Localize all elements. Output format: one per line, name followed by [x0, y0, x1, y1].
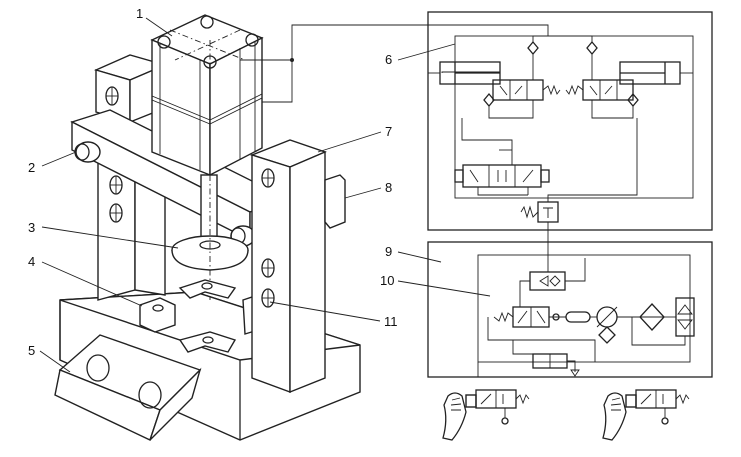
air-supply-circuit-9: [427, 241, 713, 378]
callout-6: 6: [385, 52, 392, 67]
callout-8: 8: [385, 180, 392, 195]
upper-valves: [492, 79, 634, 101]
piston-rod-and-punch: [171, 40, 249, 300]
callout-11: 11: [384, 314, 398, 329]
filter: [639, 303, 665, 331]
lubricator: [675, 297, 695, 337]
shuttle-valve: [529, 271, 566, 291]
callout-7: 7: [385, 124, 392, 139]
supply-lines: [477, 255, 686, 377]
connection-lines: [240, 24, 549, 103]
indicator-symbols: [483, 40, 639, 108]
circuit-lines: [428, 35, 693, 255]
left-hand-button: [442, 389, 530, 441]
cylinder-symbols: [439, 61, 681, 85]
callout-5: 5: [28, 343, 35, 358]
die-workpieces: [139, 279, 259, 353]
cylinder: [150, 14, 264, 177]
press-machine: [54, 14, 361, 441]
callout-3: 3: [28, 220, 35, 235]
control-circuit-6: [427, 11, 713, 255]
callout-10: 10: [380, 273, 394, 288]
main-valve: [454, 164, 550, 188]
right-column: [249, 139, 327, 394]
right-hand-button: [602, 389, 690, 441]
callout-4: 4: [28, 254, 35, 269]
callout-labels: 1 2 3 4 5 6 7 8 9 10 11: [28, 6, 398, 358]
callout-9: 9: [385, 244, 392, 259]
pressure-switch: [520, 201, 559, 223]
side-block: [324, 174, 346, 229]
pilot-valve: [532, 353, 568, 369]
control-box: [54, 334, 202, 441]
leader-lines: [39, 17, 491, 373]
callout-1: 1: [136, 6, 143, 21]
silencer: [565, 311, 591, 323]
callout-2: 2: [28, 160, 35, 175]
regulator: [596, 306, 618, 344]
